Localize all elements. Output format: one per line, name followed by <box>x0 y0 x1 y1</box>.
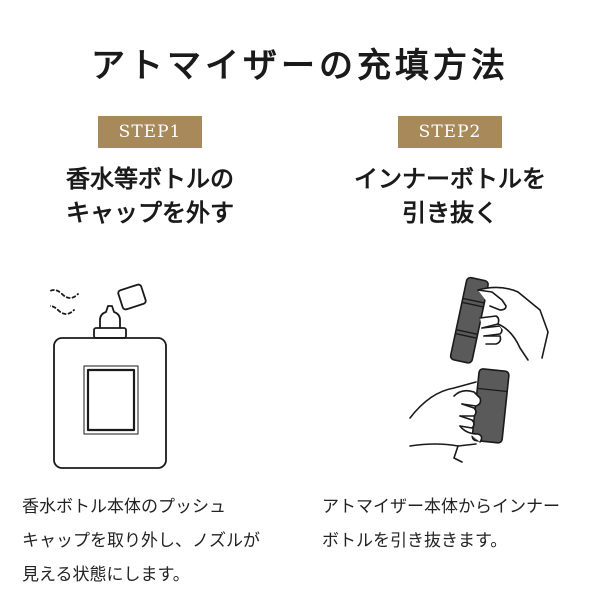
page-title: アトマイザーの充填方法 <box>91 46 509 86</box>
step-1-heading: 香水等ボトルの キャップを外す <box>0 162 300 230</box>
step-2-column: STEP2 インナーボトルを 引き抜く <box>300 0 600 600</box>
step-2-description-line-2: ボトルを引き抜きます。 <box>322 531 508 551</box>
hands-pulling-bottle-icon <box>409 276 549 463</box>
step-2-description: アトマイザー本体からインナー ボトルを引き抜きます。 <box>322 490 592 558</box>
step-1-badge: STEP1 <box>98 116 202 148</box>
step-2-badge: STEP2 <box>398 116 502 148</box>
step-2-heading-line-1: インナーボトルを <box>354 164 546 193</box>
step-1-heading-line-2: キャップを外す <box>66 198 234 227</box>
perfume-bottle-icon <box>50 283 167 469</box>
step-1-description-line-1: 香水ボトル本体のプッシュ <box>22 497 226 517</box>
step-1-description-line-3: 見える状態にします。 <box>22 565 190 585</box>
step-1-column: STEP1 香水等ボトルの キャップを外す 香水ボトル本体のプッシュ キャップを… <box>0 116 300 592</box>
step-1-heading-line-1: 香水等ボトルの <box>66 164 234 193</box>
step-2-heading: インナーボトルを 引き抜く <box>300 162 600 230</box>
step-2-heading-line-2: 引き抜く <box>402 198 498 227</box>
step-2-description-line-1: アトマイザー本体からインナー <box>322 497 560 517</box>
step-1-description: 香水ボトル本体のプッシュ キャップを取り外し、ノズルが 見える状態にします。 <box>22 490 292 592</box>
step-1-description-line-2: キャップを取り外し、ノズルが <box>22 531 260 551</box>
